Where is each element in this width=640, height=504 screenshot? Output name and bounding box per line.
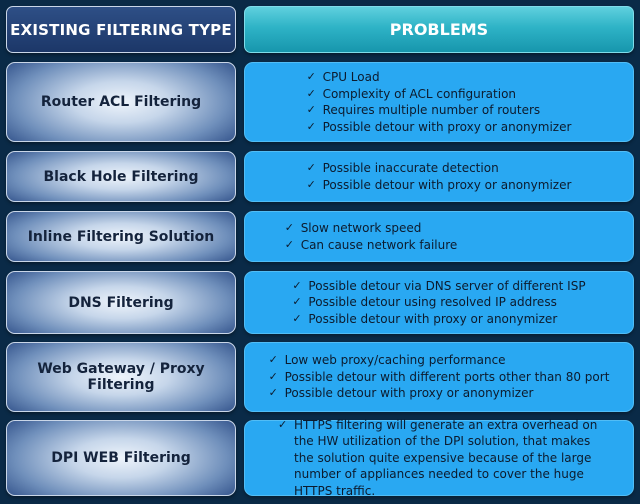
filtering-type-label: Router ACL Filtering (40, 94, 202, 110)
check-icon: ✓ (268, 369, 278, 383)
filtering-type-header: EXISTING FILTERING TYPE (6, 6, 236, 53)
filtering-type-black-hole: Black Hole Filtering (6, 151, 236, 202)
check-icon: ✓ (306, 70, 316, 83)
problems-header: PROBLEMS (244, 6, 634, 53)
filtering-type-dpi-web: DPI WEB Filtering (6, 420, 236, 496)
check-icon: ✓ (306, 103, 316, 116)
check-icon: ✓ (306, 119, 316, 133)
problem-item: ✓Possible detour using resolved IP addre… (292, 295, 557, 310)
problem-item: ✓Possible detour with proxy or anonymize… (268, 386, 534, 401)
problem-list: ✓HTTPS filtering will generate an extra … (278, 417, 600, 500)
check-icon: ✓ (292, 278, 302, 292)
problem-item: ✓Possible detour with different ports ot… (268, 369, 610, 384)
filtering-type-label: Web Gateway / Proxy Filtering (37, 361, 205, 393)
filtering-type-label: Inline Filtering Solution (27, 228, 215, 245)
filtering-type-router-acl: Router ACL Filtering (6, 62, 236, 142)
check-icon: ✓ (268, 353, 278, 367)
problem-item: ✓Low web proxy/caching performance (268, 353, 506, 368)
check-icon: ✓ (292, 311, 302, 325)
problem-list: ✓Possible detour via DNS server of diffe… (292, 278, 585, 328)
problem-list: ✓Possible inaccurate detection ✓Possible… (307, 160, 572, 193)
problem-item: ✓Possible detour via DNS server of diffe… (292, 278, 586, 293)
problem-item: ✓Can cause network failure (284, 237, 458, 252)
problem-item: ✓Requires multiple number of routers (306, 103, 541, 117)
problem-item: ✓Possible inaccurate detection (306, 161, 499, 175)
check-icon: ✓ (306, 86, 316, 100)
filtering-type-inline: Inline Filtering Solution (6, 211, 236, 262)
check-icon: ✓ (292, 295, 302, 309)
problems-router-acl: ✓CPU Load ✓Complexity of ACL configurati… (244, 62, 634, 142)
problems-inline: ✓Slow network speed ✓Can cause network f… (244, 211, 634, 262)
problem-item: ✓HTTPS filtering will generate an extra … (278, 417, 598, 498)
problems-black-hole: ✓Possible inaccurate detection ✓Possible… (244, 151, 634, 202)
problem-item: ✓CPU Load (306, 70, 380, 84)
problem-list: ✓Low web proxy/caching performance ✓Poss… (269, 352, 610, 402)
problems-dpi-web: ✓HTTPS filtering will generate an extra … (244, 418, 634, 498)
check-icon: ✓ (268, 386, 278, 400)
problems-web-gateway: ✓Low web proxy/caching performance ✓Poss… (244, 342, 634, 412)
problem-item: ✓Possible detour with proxy or anonymize… (292, 311, 558, 326)
problem-list: ✓Slow network speed ✓Can cause network f… (285, 220, 458, 253)
filtering-type-label: DPI WEB Filtering (51, 450, 191, 466)
check-icon: ✓ (306, 177, 316, 191)
problem-item: ✓Possible detour with proxy or anonymize… (306, 119, 572, 134)
check-icon: ✓ (284, 237, 294, 251)
filtering-type-dns: DNS Filtering (6, 271, 236, 334)
filtering-type-label: Black Hole Filtering (43, 168, 199, 185)
check-icon: ✓ (306, 161, 316, 174)
problem-item: ✓Slow network speed (284, 221, 422, 235)
problem-list: ✓CPU Load ✓Complexity of ACL configurati… (307, 69, 572, 135)
problem-item: ✓Complexity of ACL configuration (306, 86, 517, 101)
filtering-type-web-gateway: Web Gateway / Proxy Filtering (6, 342, 236, 412)
filtering-type-label: DNS Filtering (68, 294, 174, 311)
problems-dns: ✓Possible detour via DNS server of diffe… (244, 271, 634, 334)
check-icon: ✓ (278, 417, 288, 431)
problem-item: ✓Possible detour with proxy or anonymize… (306, 177, 572, 192)
check-icon: ✓ (284, 221, 294, 234)
